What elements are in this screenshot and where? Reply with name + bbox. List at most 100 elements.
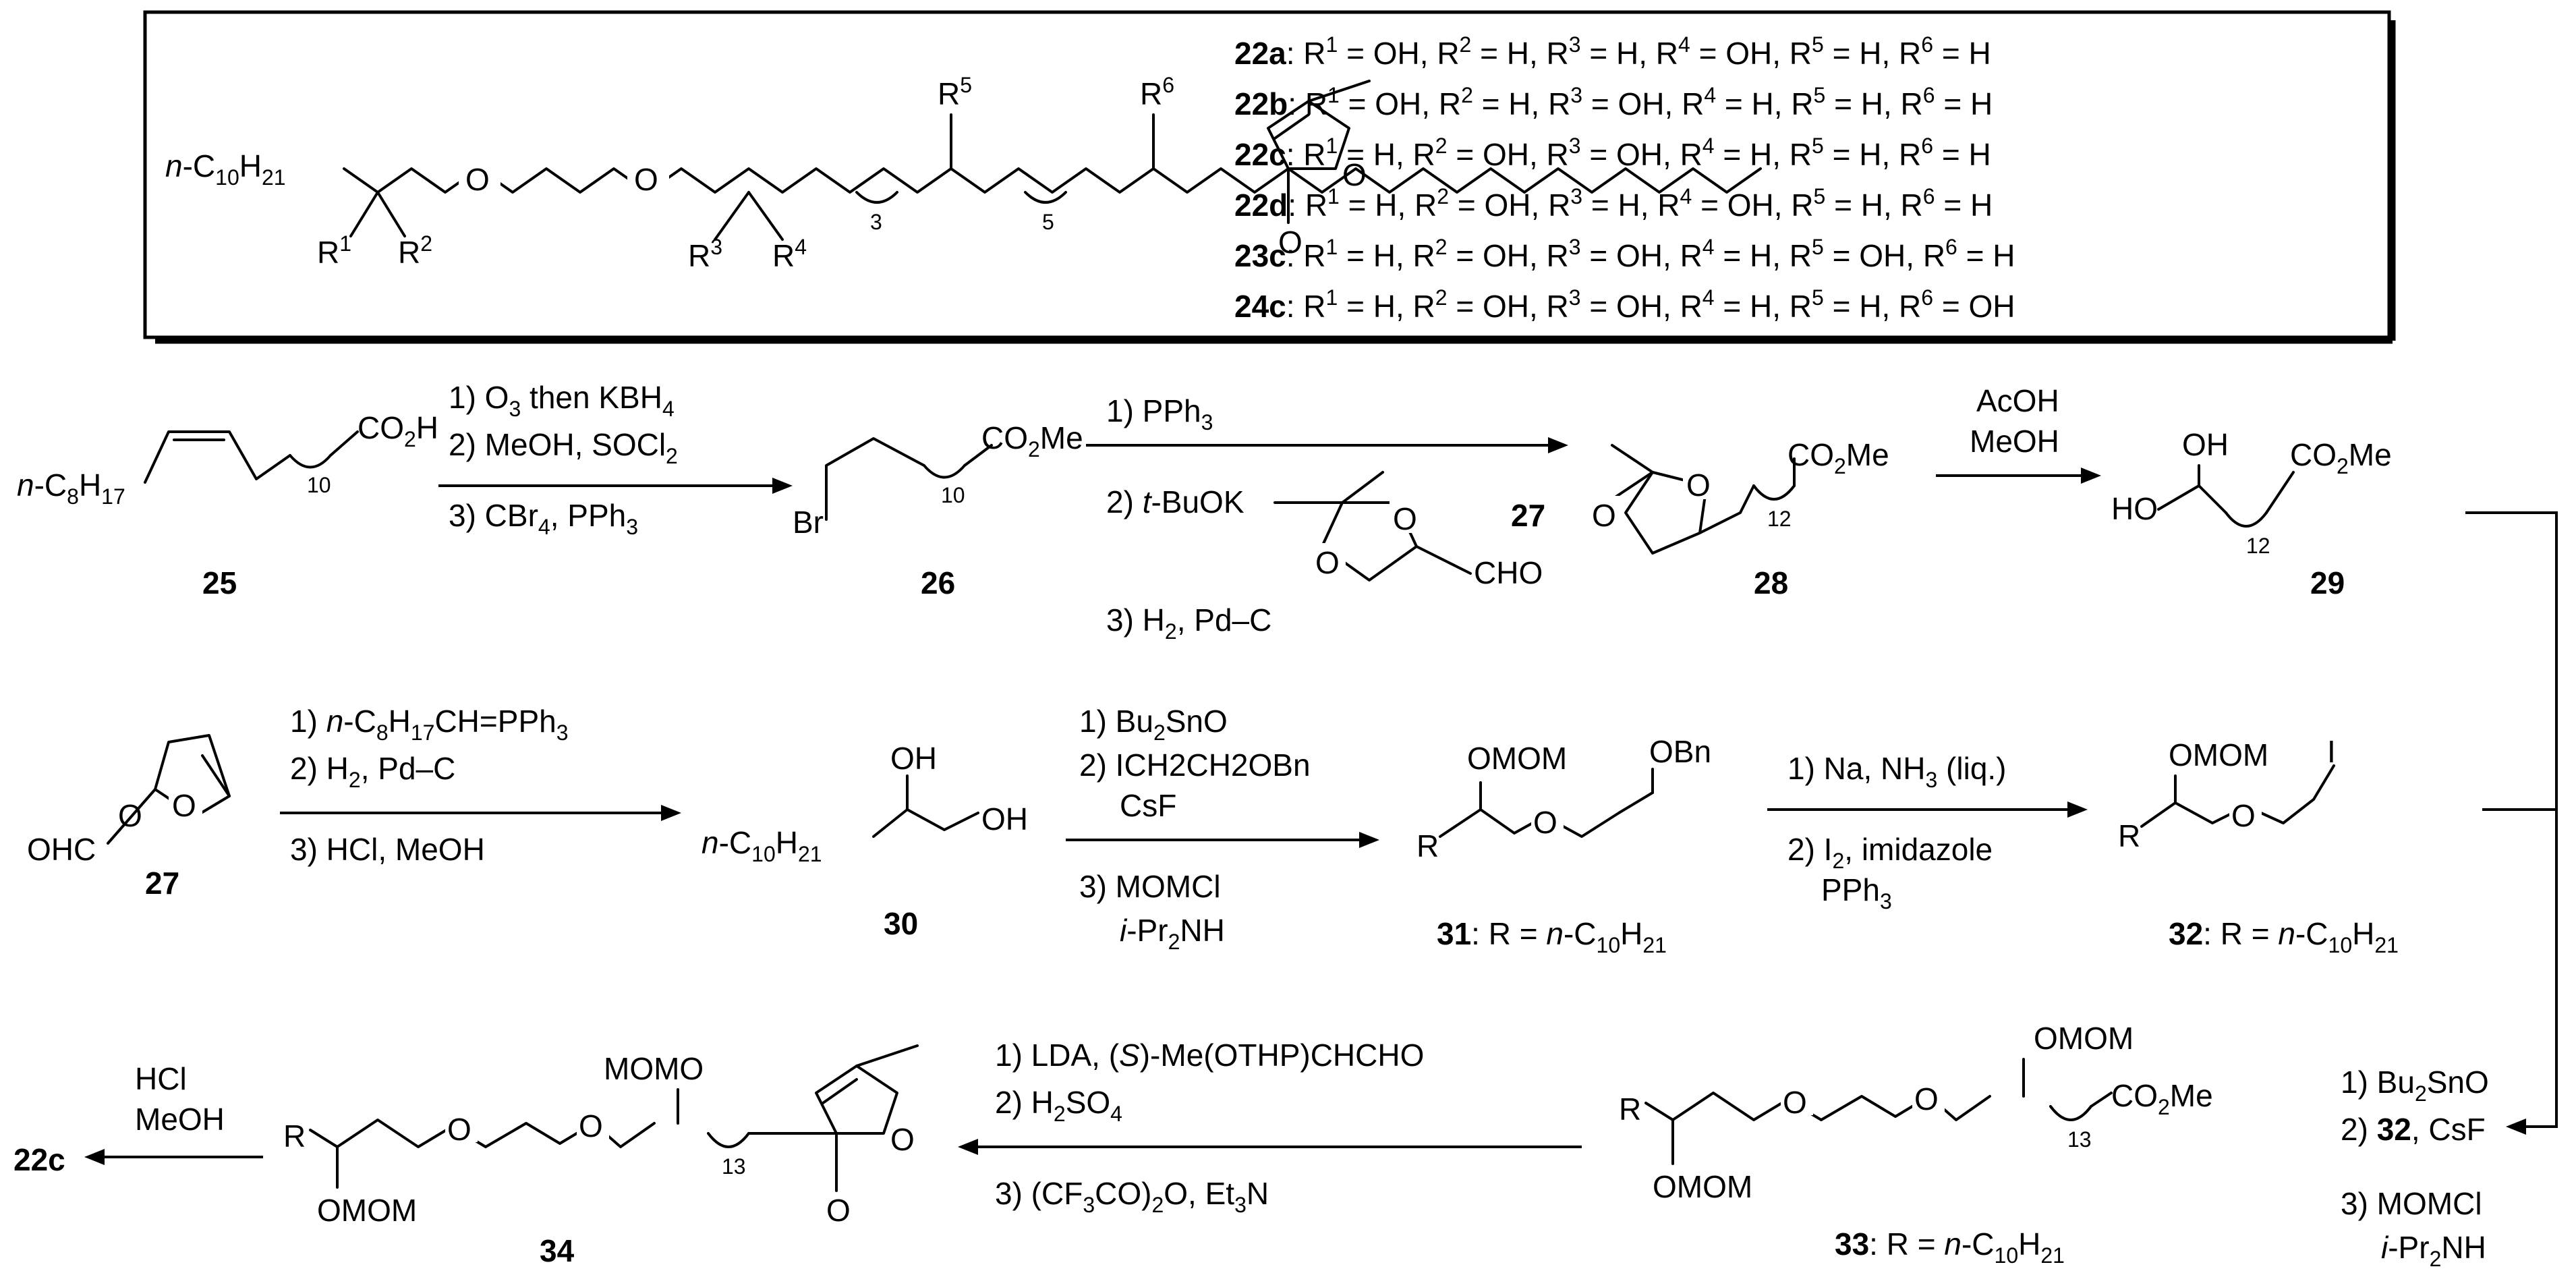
c33-caption: 33: R = n-C10H21 — [1835, 1226, 2065, 1268]
c28-repeat: 12 — [1767, 507, 1792, 531]
c26-br: Br — [793, 505, 824, 540]
step2-aldehyde-o2: O — [1393, 501, 1417, 536]
c31-omom: OMOM — [1467, 741, 1567, 776]
connector-arrowhead — [2506, 1119, 2526, 1135]
step4-reagent-2: 2) H2, Pd–C — [290, 751, 455, 792]
c33-omom-top: OMOM — [2034, 1021, 2134, 1056]
header-box: n-C10H21 O O R1 R2 R3 R4 3 R5 5 R6 — [143, 10, 2396, 344]
compound-label-34: 34 — [540, 1233, 575, 1268]
c33-r: R — [1619, 1092, 1641, 1127]
repeat-3: 3 — [870, 210, 882, 234]
c30-oh2: OH — [981, 801, 1028, 837]
c27-ohc: OHC — [27, 832, 96, 867]
compound-row-22a: 22a: R1 = OH, R2 = H, R3 = H, R4 = OH, R… — [1234, 32, 1991, 71]
compound-label-27: 27 — [145, 866, 179, 901]
c28-co2me: CO2Me — [1787, 437, 1889, 478]
carbonyl-o: O — [1278, 225, 1303, 260]
c33-o1: O — [1783, 1085, 1807, 1120]
c34-omom: OMOM — [317, 1193, 417, 1228]
c25-co2h: CO2H — [357, 410, 438, 451]
c32-i: I — [2327, 734, 2336, 769]
step5-reagent-3b: i-Pr2NH — [1120, 913, 1225, 954]
step5-reagent-3: 3) MOMCl — [1079, 869, 1221, 904]
c34-carbonyl-o: O — [826, 1193, 851, 1228]
step1-reagent-3: 3) CBr4, PPh3 — [449, 498, 638, 539]
compound-table: 22a: R1 = OH, R2 = H, R3 = H, R4 = OH, R… — [1234, 32, 2015, 324]
compound-26: 10 CO2Me Br 26 — [793, 420, 1083, 600]
connector-bracket — [2465, 511, 2558, 1128]
compound-label-30: 30 — [884, 906, 918, 941]
step1-reagent-1: 1) O3 then KBH4 — [449, 380, 675, 421]
c34-butenolide-ring: O O — [747, 1044, 919, 1228]
c26-repeat: 10 — [941, 483, 965, 507]
general-structure: n-C10H21 O O R1 R2 R3 R4 3 R5 5 R6 — [165, 73, 1762, 273]
step2-reagent-3: 3) H2, Pd–C — [1106, 602, 1271, 644]
compound-label-29: 29 — [2310, 565, 2345, 600]
r6-label: R6 — [1140, 73, 1174, 111]
compound-33: R OMOM O O OMOM 13 CO2Me 33: R = n-C10H2… — [1619, 1021, 2213, 1268]
step3-reagent-1: AcOH — [1976, 383, 2059, 418]
chain-label: n-C10H21 — [165, 148, 286, 190]
step5-reagent-1: 1) Bu2SnO — [1079, 704, 1228, 745]
step2-aldehyde-o1: O — [1315, 545, 1340, 580]
c25-chain: n-C8H17 — [17, 468, 125, 509]
c29-repeat: 12 — [2246, 534, 2270, 558]
c31-caption: 31: R = n-C10H21 — [1437, 916, 1667, 957]
compound-34: R OMOM O O MOMO 13 O O 34 — [283, 1044, 919, 1268]
arrow-step6: 1) Na, NH3 (liq.) 2) I2, imidazole PPh3 — [1767, 751, 2088, 913]
c25-repeat: 10 — [307, 473, 331, 497]
compound-30: n-C10H21 OH OH 30 — [702, 741, 1028, 941]
step8-reagent-2: 2) H2SO4 — [995, 1085, 1122, 1126]
c33-co2me: CO2Me — [2111, 1078, 2213, 1119]
step2-reagent-2: 2) t-BuOK — [1106, 484, 1244, 519]
ether-o1: O — [465, 162, 490, 197]
step7-reagents: 1) Bu2SnO 2) 32, CsF 3) MOMCl i-Pr2NH — [2341, 1065, 2489, 1271]
arrow-step4: 1) n-C8H17CH=PPh3 2) H2, Pd–C 3) HCl, Me… — [280, 704, 681, 867]
compound-31: R OMOM O OBn 31: R = n-C10H21 — [1416, 734, 1711, 957]
arrow-step9: HCl MeOH — [84, 1061, 263, 1165]
compound-label-22c: 22c — [13, 1142, 65, 1177]
step2-cho: CHO — [1474, 555, 1543, 590]
step6-reagent-2: 2) I2, imidazole — [1787, 832, 1993, 873]
step4-reagent-1: 1) n-C8H17CH=PPh3 — [290, 704, 569, 745]
step7-reagent-1: 1) Bu2SnO — [2341, 1065, 2489, 1106]
compound-row-22c: 22c: R1 = H, R2 = OH, R3 = OH, R4 = H, R… — [1234, 134, 1991, 172]
ether-o2: O — [634, 162, 658, 197]
compound-row-22b: 22b: R1 = OH, R2 = H, R3 = OH, R4 = H, R… — [1234, 83, 1993, 121]
arrow-step5: 1) Bu2SnO 2) ICH2CH2OBn CsF 3) MOMCl i-P… — [1066, 704, 1379, 954]
c32-caption: 32: R = n-C10H21 — [2169, 916, 2399, 957]
compound-row-23c: 23c: R1 = H, R2 = OH, R3 = OH, R4 = H, R… — [1234, 235, 2015, 273]
c29-oh: OH — [2182, 427, 2229, 462]
step9-reagent-2: MeOH — [135, 1102, 225, 1137]
c27-o1: O — [172, 788, 196, 823]
c33-omom-bottom: OMOM — [1653, 1169, 1752, 1204]
c33-repeat: 13 — [2067, 1127, 2092, 1152]
c34-o1: O — [447, 1112, 471, 1147]
c30-chain: n-C10H21 — [702, 825, 822, 866]
c26-co2me: CO2Me — [981, 420, 1083, 461]
c34-o2: O — [579, 1108, 603, 1143]
r5-label: R5 — [938, 73, 972, 111]
step1-reagent-2: 2) MeOH, SOCl2 — [449, 427, 678, 468]
c31-obn: OBn — [1649, 734, 1711, 769]
c31-o: O — [1533, 805, 1557, 840]
c28-o2: O — [1686, 468, 1711, 503]
arrow-step3: AcOH MeOH — [1936, 383, 2101, 484]
step5-reagent-2: 2) ICH2CH2OBn — [1079, 747, 1311, 783]
step7-reagent-3b: i-Pr2NH — [2381, 1230, 2486, 1271]
c32-r: R — [2118, 818, 2140, 853]
step9-reagent-1: HCl — [135, 1061, 187, 1096]
step4-reagent-3: 3) HCl, MeOH — [290, 832, 485, 867]
step8-reagent-3: 3) (CF3CO)2O, Et3N — [995, 1176, 1269, 1217]
step3-reagent-2: MeOH — [1970, 424, 2059, 459]
compound-label-26: 26 — [921, 565, 955, 600]
c32-omom: OMOM — [2169, 737, 2268, 772]
compound-28: O O 12 CO2Me 28 — [1588, 437, 1889, 600]
c30-oh1: OH — [890, 741, 937, 776]
compound-row-24c: 24c: R1 = H, R2 = OH, R3 = OH, R4 = H, R… — [1234, 285, 2015, 324]
compound-row-22d: 22d: R1 = H, R2 = OH, R3 = H, R4 = OH, R… — [1234, 184, 1993, 223]
step6-reagent-1: 1) Na, NH3 (liq.) — [1787, 751, 2007, 792]
r1-label: R1 — [317, 231, 351, 270]
step7-reagent-2: 2) 32, CsF — [2341, 1112, 2486, 1147]
